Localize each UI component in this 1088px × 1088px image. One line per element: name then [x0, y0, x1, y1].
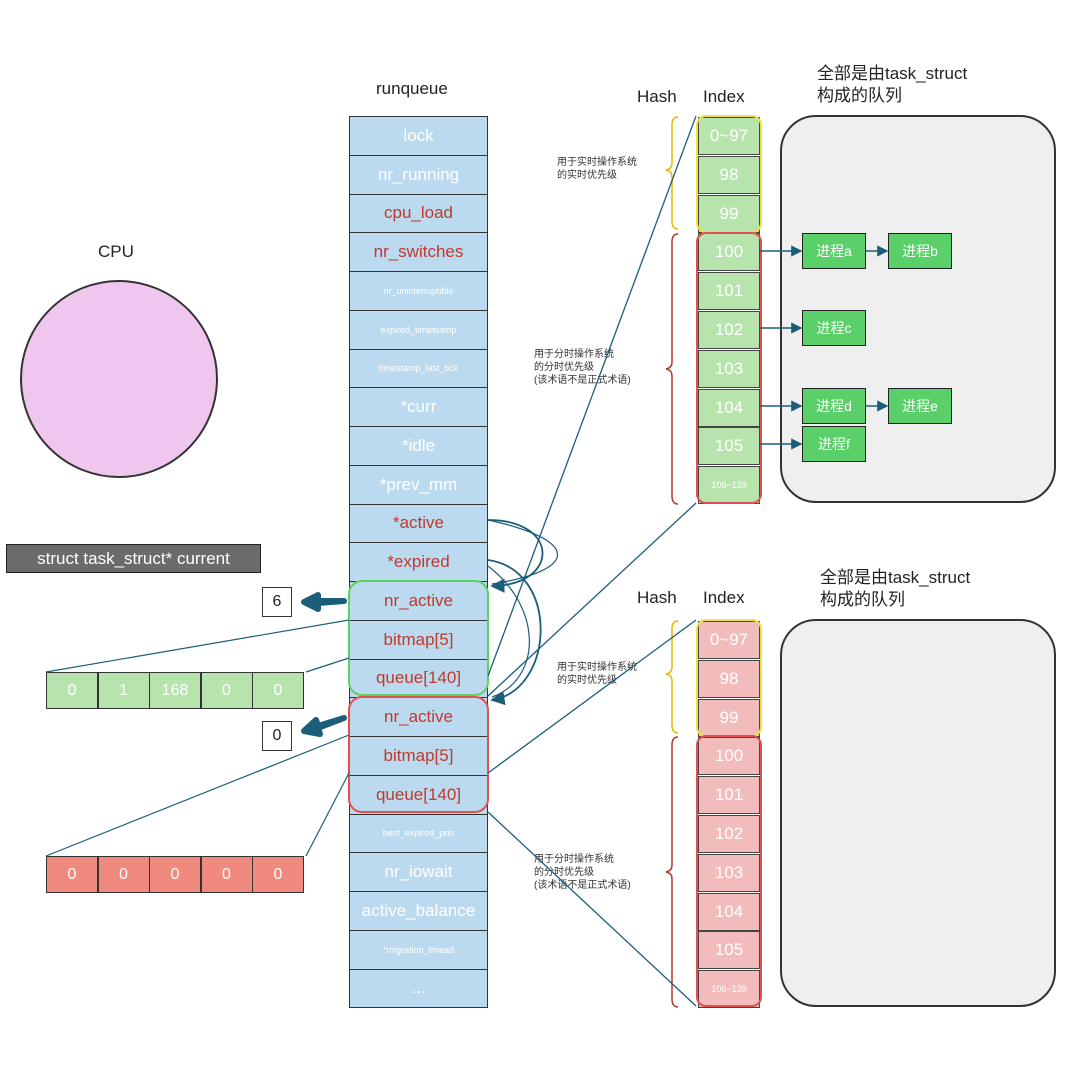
bottom-timeshare-outline [696, 735, 762, 1007]
active-count: 6 [262, 587, 292, 617]
bitmap-cell: 0 [200, 856, 253, 893]
active-pointer-arrow [487, 519, 544, 594]
expired-count-arrow [301, 715, 347, 737]
hash-index-cell: 106~139 [698, 970, 760, 1009]
current-pointer-label: struct task_struct* current [6, 544, 261, 573]
hash-index-cell: 0~97 [698, 621, 760, 659]
hash-index-cell: 103 [698, 853, 760, 892]
active-array-group [348, 580, 489, 696]
runqueue-field: best_expired_prio [349, 813, 488, 854]
top-note-realtime: 用于实时操作系统 的实时优先级 [557, 157, 637, 181]
bottom-note-realtime: 用于实时操作系统 的实时优先级 [557, 662, 637, 686]
top-timeshare-outline [696, 232, 762, 504]
hash-index-cell: 101 [698, 776, 760, 815]
top-queue-title: 全部是由task_struct 构成的队列 [817, 64, 968, 105]
cpu-circle [20, 280, 218, 478]
bitmap-cell: 0 [149, 856, 201, 893]
runqueue-field: nr_running [349, 154, 488, 195]
runqueue-field: queue[140] [349, 774, 488, 815]
runqueue-field: nr_active [349, 581, 488, 621]
expired-queue-to-bottom-table-line [487, 619, 697, 774]
bitmap-cell: 0 [252, 672, 304, 709]
bottom-queue-box [780, 619, 1056, 1007]
process-node: 进程b [888, 233, 952, 269]
bottom-note-timeshare: 用于分时操作系统 的分时优先级 (该术语不是正式术语) [534, 854, 631, 891]
active-bitmap-line-1 [45, 619, 350, 673]
runqueue-field: *active [349, 503, 488, 544]
runqueue-field: nr_iowait [349, 852, 488, 892]
hash-index-cell: 102 [698, 311, 760, 349]
process-node: 进程e [888, 388, 952, 424]
expired-bitmap-line-1 [45, 734, 350, 857]
expired-pointer-arrow [487, 559, 542, 706]
runqueue-field: nr_switches [349, 232, 488, 272]
runqueue-field: *curr [349, 387, 488, 427]
process-node: 进程a [802, 233, 866, 269]
top-index-label: Index [703, 87, 745, 106]
bitmap-cell: 0 [252, 856, 304, 893]
hash-index-cell: 101 [698, 272, 760, 311]
expired-array-group [348, 696, 489, 813]
runqueue-field: *prev_mm [349, 464, 488, 505]
hash-index-cell: 99 [698, 698, 760, 737]
runqueue-field: timestamp_last_tick [349, 348, 488, 389]
process-node: 进程c [802, 310, 866, 346]
top-note-timeshare: 用于分时操作系统 的分时优先级 (该术语不是正式术语) [534, 349, 631, 386]
active-pointer-arrow-2 [487, 519, 558, 585]
process-node: 进程f [802, 426, 866, 462]
runqueue-field: ... [349, 968, 488, 1009]
hash-index-cell: 105 [698, 427, 760, 466]
active-queue-to-top-table-line [487, 115, 697, 677]
active-count-arrow [301, 592, 347, 612]
hash-index-cell: 100 [698, 233, 760, 272]
hash-index-cell: 104 [698, 388, 760, 427]
hash-index-cell: 105 [698, 931, 760, 970]
top-realtime-brace [665, 116, 679, 230]
runqueue-field: nr_uninterruptible [349, 271, 488, 311]
bitmap-cell: 0 [200, 672, 253, 709]
runqueue-title: runqueue [376, 79, 448, 98]
runqueue-field: active_balance [349, 891, 488, 931]
hash-index-cell: 104 [698, 892, 760, 931]
hash-index-cell: 100 [698, 737, 760, 776]
top-hash-label: Hash [637, 87, 677, 106]
expired-queue-to-bottom-table-line-2 [487, 811, 697, 1007]
process-node: 进程d [802, 388, 866, 424]
hash-index-cell: 106~139 [698, 466, 760, 505]
runqueue-field: *idle [349, 426, 488, 466]
hash-index-cell: 102 [698, 815, 760, 853]
hash-index-cell: 98 [698, 155, 760, 194]
expired-pointer-arrow-2 [487, 565, 530, 698]
bottom-timeshare-brace [665, 736, 679, 1008]
runqueue-field: bitmap[5] [349, 619, 488, 660]
bottom-hash-label: Hash [637, 588, 677, 607]
bottom-index-label: Index [703, 588, 745, 607]
bitmap-cell: 0 [46, 672, 98, 709]
bottom-queue-title: 全部是由task_struct 构成的队列 [820, 568, 971, 609]
bitmap-cell: 168 [149, 672, 201, 709]
bitmap-cell: 0 [46, 856, 98, 893]
hash-index-cell: 103 [698, 349, 760, 388]
hash-index-cell: 98 [698, 659, 760, 698]
cpu-label: CPU [98, 242, 134, 261]
bottom-realtime-brace [665, 620, 679, 734]
hash-index-cell: 0~97 [698, 117, 760, 155]
runqueue-field: *migration_thread [349, 929, 488, 970]
expired-count: 0 [262, 721, 292, 751]
runqueue-field: cpu_load [349, 193, 488, 234]
expired-bitmap-line-2 [305, 772, 350, 857]
hash-index-cell: 99 [698, 194, 760, 233]
top-timeshare-brace [665, 233, 679, 505]
active-bitmap-line-2 [305, 657, 350, 673]
runqueue-field: *expired [349, 542, 488, 582]
active-queue-to-top-table-line-2 [487, 502, 697, 697]
runqueue-field: queue[140] [349, 658, 488, 699]
runqueue-field: expired_timestamp [349, 309, 488, 350]
